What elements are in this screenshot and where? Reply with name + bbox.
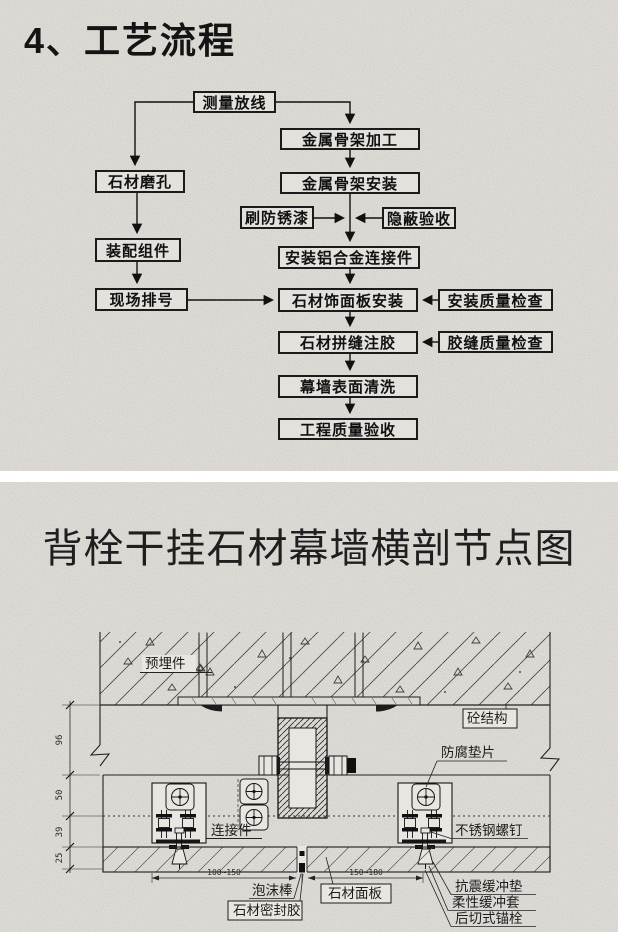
flow-node-site-number: 现场排号 bbox=[95, 288, 188, 311]
dim-96: 96 bbox=[55, 735, 65, 746]
flow-node-alu-connector: 安装铝合金连接件 bbox=[278, 246, 420, 269]
flow-node-frame-fab: 金属骨架加工 bbox=[280, 128, 420, 150]
label-foam-rod: 泡沫棒 bbox=[252, 883, 293, 898]
flow-node-hidden-check: 隐蔽验收 bbox=[382, 207, 456, 229]
through-bolt bbox=[258, 755, 356, 776]
anchor-studs bbox=[198, 632, 364, 697]
label-back-cut-anchor: 后切式锚栓 bbox=[455, 911, 523, 926]
adjust-bolts bbox=[402, 810, 442, 838]
buffer-pad-left bbox=[156, 839, 200, 844]
dim-25: 25 bbox=[55, 853, 65, 864]
steel-tube-hanger bbox=[258, 705, 356, 819]
flow-node-joint-glue: 石材拼缝注胶 bbox=[278, 331, 418, 354]
flow-node-frame-install: 金属骨架安装 bbox=[280, 172, 420, 194]
foam-rod-mark bbox=[299, 851, 305, 856]
flow-node-glue-qc: 胶缝质量检查 bbox=[438, 331, 553, 353]
buffer-pad-right bbox=[402, 839, 446, 844]
drawing-title: 背栓干挂石材幕墙横剖节点图 bbox=[42, 526, 576, 571]
flow-node-assemble: 装配组件 bbox=[95, 238, 181, 262]
label-connector: 连接件 bbox=[211, 822, 252, 838]
adjust-bolts bbox=[156, 810, 196, 838]
center-screw-plates bbox=[237, 778, 269, 831]
label-anticorrosion-gasket: 防腐垫片 bbox=[441, 745, 495, 760]
triangle-icon bbox=[196, 664, 206, 672]
dim-right-span: 150~180 bbox=[349, 868, 383, 877]
flow-node-measure: 测量放线 bbox=[193, 91, 276, 113]
embedded-plate bbox=[177, 632, 421, 712]
page-title: 4、工艺流程 bbox=[24, 20, 237, 61]
flow-node-stone-drill: 石材磨孔 bbox=[95, 170, 185, 193]
section-process-flow: 4、工艺流程 bbox=[0, 0, 618, 471]
flow-node-paint: 刷防锈漆 bbox=[240, 206, 314, 229]
label-stone-panel: 石材面板 bbox=[328, 886, 382, 901]
vertical-dimension-chain: 96 50 39 25 bbox=[55, 700, 103, 874]
weld-fillet-right bbox=[376, 705, 398, 712]
annotations: 预埋件 砼结构 防腐垫片 连接件 不锈钢螺钉 泡沫棒 石材密封胶 bbox=[140, 655, 536, 927]
label-stone-sealant: 石材密封胶 bbox=[233, 902, 301, 918]
flow-node-accept: 工程质量验收 bbox=[278, 418, 418, 440]
label-concrete-structure: 砼结构 bbox=[467, 711, 508, 726]
flow-node-install-qc: 安装质量检查 bbox=[438, 289, 553, 311]
label-flexible-buffer-sleeve: 柔性缓冲套 bbox=[452, 895, 520, 910]
dim-left-span: 100~150 bbox=[207, 868, 241, 877]
label-stainless-screw: 不锈钢螺钉 bbox=[455, 823, 523, 838]
panel-joint-gap bbox=[297, 846, 307, 873]
sealant-mark bbox=[299, 863, 305, 873]
flow-node-panel-install: 石材饰面板安装 bbox=[278, 288, 418, 312]
section-node-detail: 背栓干挂石材幕墙横剖节点图 bbox=[0, 482, 618, 932]
flow-node-wall-clean: 幕墙表面清洗 bbox=[278, 375, 418, 398]
label-embedded-part: 预埋件 bbox=[145, 656, 186, 671]
dim-50: 50 bbox=[55, 790, 65, 801]
dim-39: 39 bbox=[55, 827, 65, 838]
weld-fillet-left bbox=[200, 705, 222, 712]
cad-section-drawing: 96 50 39 25 100~150 150~180 预埋件 bbox=[55, 632, 561, 927]
flowchart-connectors bbox=[129, 101, 438, 415]
label-seismic-buffer-pad: 抗震缓冲垫 bbox=[455, 879, 523, 894]
